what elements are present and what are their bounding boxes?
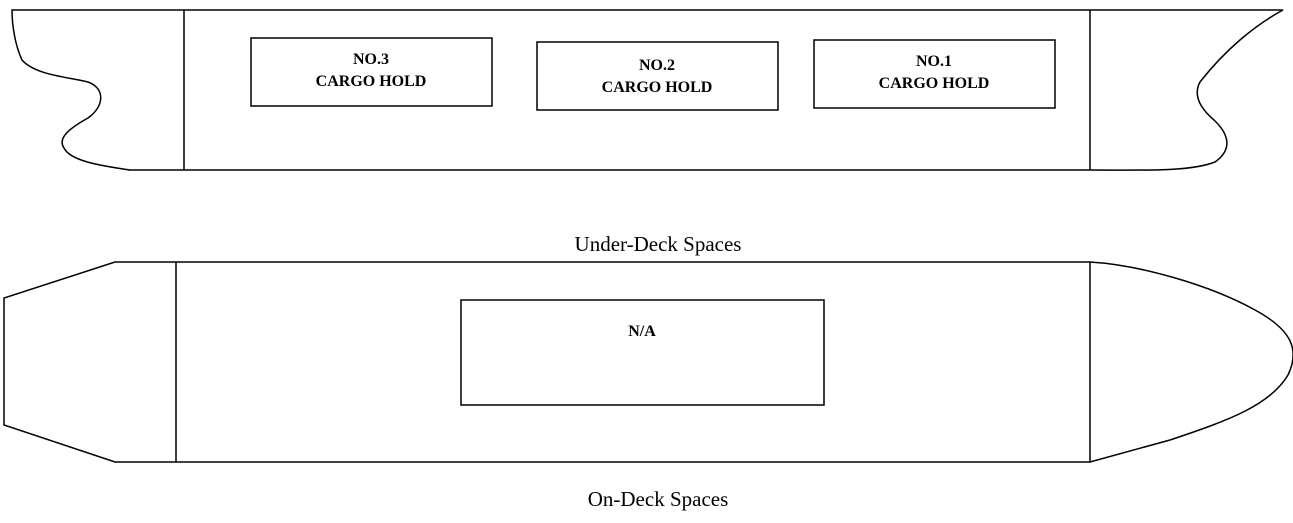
under-deck-caption: Under-Deck Spaces [575,232,742,256]
cargo-hold-no1-number: NO.1 [916,53,952,70]
cargo-hold-no3: NO.3 CARGO HOLD [250,37,493,107]
cargo-hold-no3-box [250,37,493,107]
on-deck-area-label: N/A [628,323,656,340]
cargo-hold-no2-number: NO.2 [639,57,675,74]
on-deck-area: N/A [460,299,825,406]
on-deck-area-box [460,299,825,406]
under-deck-hull-outline [11,9,1284,171]
cargo-hold-no2-label: CARGO HOLD [602,79,713,96]
cargo-hold-no1-box [813,39,1056,109]
cargo-hold-no1: NO.1 CARGO HOLD [813,39,1056,109]
cargo-hold-no1-label: CARGO HOLD [879,75,990,92]
cargo-hold-no3-number: NO.3 [353,51,389,68]
cargo-hold-no3-label: CARGO HOLD [316,73,427,90]
on-deck-plan: N/A On-Deck Spaces [3,261,1293,511]
cargo-hold-no2: NO.2 CARGO HOLD [536,41,779,111]
on-deck-hull-outline [3,261,1293,463]
under-deck-profile: NO.3 CARGO HOLD NO.2 CARGO HOLD NO.1 CAR… [11,9,1284,256]
on-deck-caption: On-Deck Spaces [588,487,729,511]
cargo-hold-no2-box [536,41,779,111]
